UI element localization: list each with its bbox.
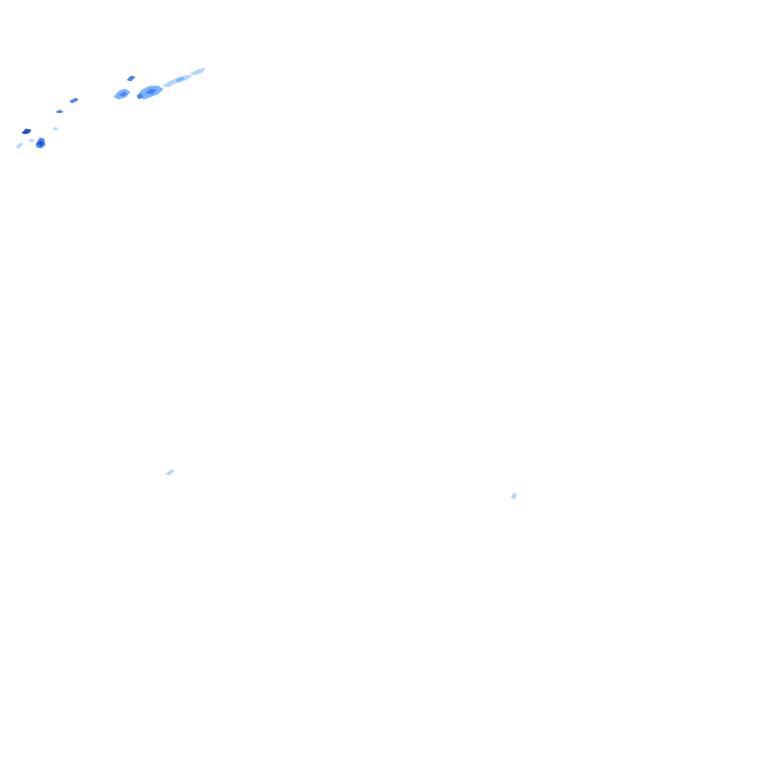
echo-band-east: [189, 67, 206, 76]
echo-west-heavy: [37, 140, 44, 147]
echo-isolated: [165, 469, 518, 500]
echo-band-small: [126, 75, 136, 82]
echo-isolated-southwest: [165, 469, 175, 476]
echo-far-west: [52, 126, 59, 131]
echo-northwest-strip: [69, 97, 79, 104]
echo-band-small: [119, 91, 128, 97]
echo-band-north: [113, 67, 206, 100]
echo-band-small: [136, 93, 144, 100]
echo-isolated-southeast: [510, 492, 518, 500]
echo-cluster-northwest: [15, 97, 79, 149]
echo-band-small: [145, 88, 157, 95]
echo-northwest-strip: [55, 109, 64, 114]
echo-west-heavy: [21, 128, 32, 135]
echo-band-main: [175, 76, 185, 83]
echo-far-west: [28, 138, 35, 143]
echo-far-west: [15, 142, 24, 149]
